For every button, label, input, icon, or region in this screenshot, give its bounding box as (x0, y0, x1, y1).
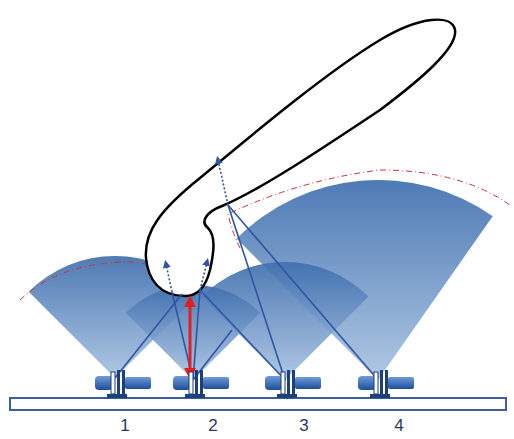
callout-number: 2 (208, 417, 217, 434)
sensor-beam (29, 180, 493, 380)
mounting-rail (10, 398, 506, 410)
callout-number: 4 (394, 417, 403, 434)
reflection-arrow (166, 160, 228, 292)
beam-line (115, 205, 378, 380)
sensor-symbol (173, 370, 229, 398)
distance-arrow (189, 300, 192, 375)
callout-number: 3 (299, 417, 308, 434)
callout-number: 1 (120, 417, 129, 434)
blade-outline (146, 20, 455, 296)
sensor-symbol (265, 370, 321, 398)
sensor-symbol (358, 370, 414, 398)
sensor-symbol (95, 370, 151, 398)
sensor-symbol (95, 370, 414, 398)
